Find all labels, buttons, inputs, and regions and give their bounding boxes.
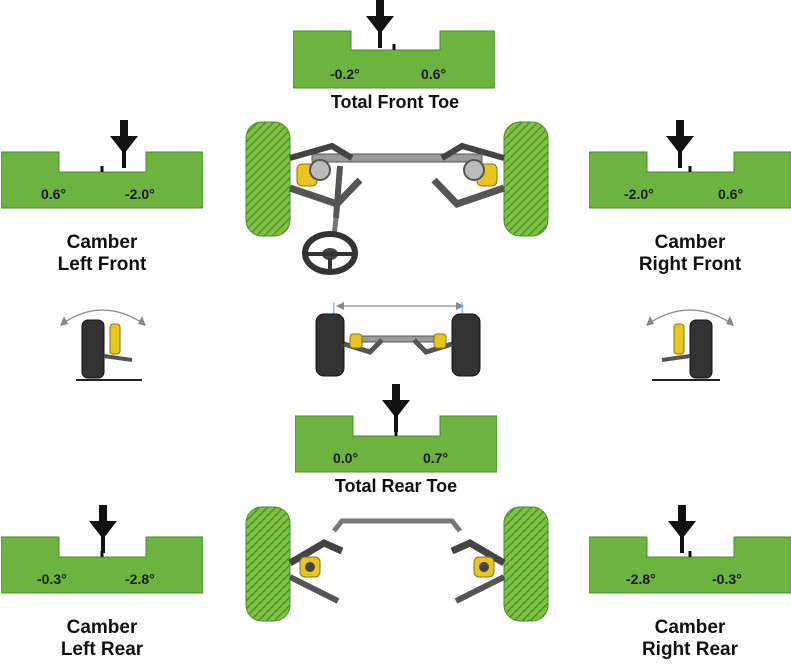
front-toe-title: Total Front Toe — [330, 92, 460, 112]
camber-left-front-line1: Camber — [66, 232, 138, 253]
camber-left-front-title: Camber Left Front — [7, 232, 197, 276]
rear-left-tire — [245, 506, 291, 622]
steering-wheel-icon — [302, 230, 358, 276]
camber-left-rear-line1: Camber — [66, 617, 138, 638]
camber-wheel-icon — [640, 298, 740, 384]
camber-right-front-left-value: -2.0° — [624, 186, 654, 202]
camber-left-front-right-value: -2.0° — [125, 186, 155, 202]
front-toe-gauge — [293, 0, 495, 92]
rear-axle-illustration — [242, 505, 550, 625]
camber-right-front-right-value: 0.6° — [718, 186, 744, 202]
camber-left-front-line2: Left Front — [57, 254, 147, 275]
camber-right-rear-right-value: -0.3° — [712, 571, 742, 587]
camber-left-rear-title: Camber Left Rear — [7, 617, 197, 661]
front-right-tire — [503, 121, 549, 237]
toe-measurement-illustration — [312, 296, 484, 382]
rear-toe-title: Total Rear Toe — [334, 476, 458, 496]
front-left-tire — [245, 121, 291, 237]
pointer-arrow-icon — [365, 0, 395, 50]
camber-right-rear-line2: Right Rear — [641, 639, 739, 660]
camber-right-front-gauge — [589, 120, 791, 210]
camber-left-rear-left-value: -0.3° — [37, 571, 67, 587]
camber-right-front-line1: Camber — [654, 232, 726, 253]
camber-right-rear-line1: Camber — [654, 617, 726, 638]
pointer-arrow-icon — [88, 505, 118, 555]
camber-right-front-line2: Right Front — [638, 254, 742, 275]
rear-toe-right-value: 0.7° — [423, 450, 449, 466]
pointer-arrow-icon — [109, 120, 139, 170]
rear-toe-gauge — [295, 384, 497, 474]
camber-wheel-icon — [54, 298, 154, 384]
camber-left-front-left-value: 0.6° — [41, 186, 67, 202]
front-axle-illustration — [242, 118, 550, 288]
camber-right-rear-gauge — [589, 505, 791, 595]
camber-left-front-gauge — [1, 120, 203, 210]
camber-left-rear-line2: Left Rear — [60, 639, 144, 660]
camber-left-rear-right-value: -2.8° — [125, 571, 155, 587]
pointer-arrow-icon — [667, 505, 697, 555]
front-toe-left-value: -0.2° — [330, 66, 360, 82]
camber-right-rear-title: Camber Right Rear — [595, 617, 785, 661]
rear-toe-left-value: 0.0° — [333, 450, 359, 466]
front-toe-right-value: 0.6° — [421, 66, 447, 82]
pointer-arrow-icon — [665, 120, 695, 170]
camber-right-front-title: Camber Right Front — [595, 232, 785, 276]
rear-right-tire — [503, 506, 549, 622]
camber-right-rear-left-value: -2.8° — [626, 571, 656, 587]
pointer-arrow-icon — [381, 384, 411, 434]
